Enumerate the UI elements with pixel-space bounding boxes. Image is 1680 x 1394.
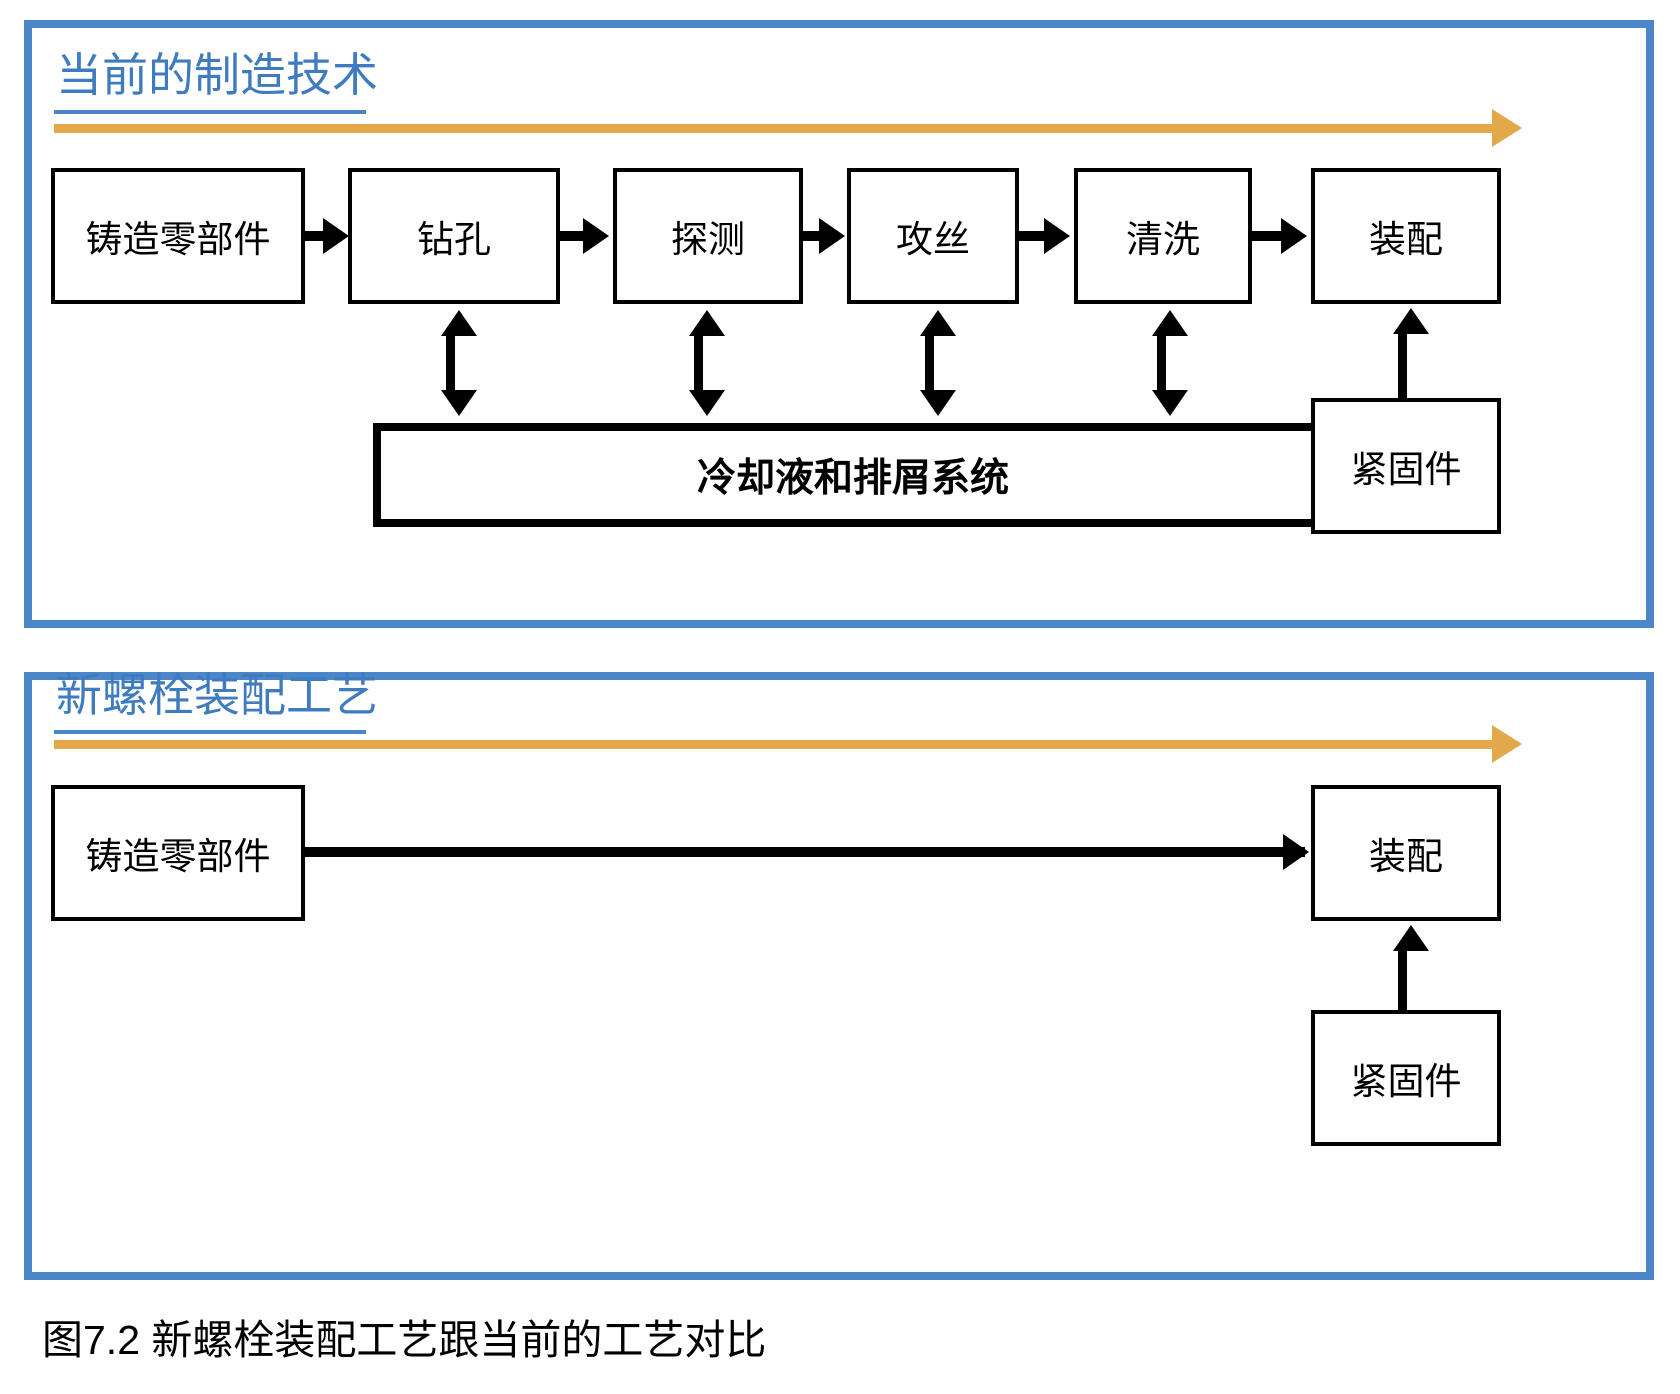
node-new-fastener[interactable]: 紧固件 xyxy=(1311,1010,1501,1146)
node-current-fastener[interactable]: 紧固件 xyxy=(1311,398,1501,534)
node-current-cast[interactable]: 铸造零部件 xyxy=(51,168,305,304)
panel-current-flow-axis xyxy=(54,124,1494,133)
node-current-wash[interactable]: 清洗 xyxy=(1074,168,1252,304)
panel-new-flow-axis xyxy=(54,740,1494,749)
arrow-probe-to-tap xyxy=(803,231,823,241)
arrow-new-cast-to-assemble xyxy=(305,847,1305,857)
node-current-assemble[interactable]: 装配 xyxy=(1311,168,1501,304)
arrow-fastener-to-assemble-head-icon-current xyxy=(1393,308,1429,334)
panel-current-title-rule xyxy=(54,110,366,114)
node-current-coolant-system[interactable]: 冷却液和排屑系统 xyxy=(373,423,1333,527)
arrow-wash-to-assemble-head-icon xyxy=(1281,218,1307,254)
arrow-drill-to-probe-head-icon xyxy=(583,218,609,254)
panel-new-title-rule xyxy=(54,730,366,734)
arrow-drill-coolant-shaft xyxy=(446,330,455,394)
node-new-assemble[interactable]: 装配 xyxy=(1311,785,1501,921)
arrow-new-cast-to-assemble-head-icon xyxy=(1283,834,1309,870)
arrow-fastener-to-assemble-head-icon-new xyxy=(1393,925,1429,951)
panel-current-flow-axis-arrow-icon xyxy=(1492,109,1522,147)
panel-current-title: 当前的制造技术 xyxy=(56,49,378,101)
arrow-probe-to-tap-head-icon xyxy=(819,218,845,254)
figure-caption: 图7.2 新螺栓装配工艺跟当前的工艺对比 xyxy=(42,1317,767,1363)
arrow-wash-to-assemble xyxy=(1252,231,1286,241)
arrow-tap-coolant-shaft xyxy=(925,330,934,394)
arrow-tap-coolant-head-down-icon xyxy=(920,390,956,416)
arrow-wash-coolant-head-down-icon xyxy=(1152,390,1188,416)
arrow-fastener-to-assemble-shaft-new xyxy=(1398,948,1407,1014)
panel-new-title: 新螺栓装配工艺 xyxy=(56,669,378,721)
arrow-drill-coolant-head-down-icon xyxy=(441,390,477,416)
arrow-fastener-to-assemble-shaft-current xyxy=(1398,330,1407,400)
arrow-cast-to-drill xyxy=(305,231,329,241)
node-current-drill[interactable]: 钻孔 xyxy=(348,168,560,304)
node-current-tap[interactable]: 攻丝 xyxy=(847,168,1019,304)
node-new-cast[interactable]: 铸造零部件 xyxy=(51,785,305,921)
panel-new-flow-axis-arrow-icon xyxy=(1492,725,1522,763)
arrow-probe-coolant-head-down-icon xyxy=(689,390,725,416)
arrow-tap-to-wash xyxy=(1019,231,1049,241)
arrow-drill-to-probe xyxy=(560,231,588,241)
panel-new-bolt-assembly xyxy=(24,672,1654,1280)
arrow-cast-to-drill-head-icon xyxy=(323,218,349,254)
arrow-tap-to-wash-head-icon xyxy=(1044,218,1070,254)
node-current-probe[interactable]: 探测 xyxy=(613,168,803,304)
arrow-probe-coolant-shaft xyxy=(694,330,703,394)
arrow-wash-coolant-shaft xyxy=(1157,330,1166,394)
